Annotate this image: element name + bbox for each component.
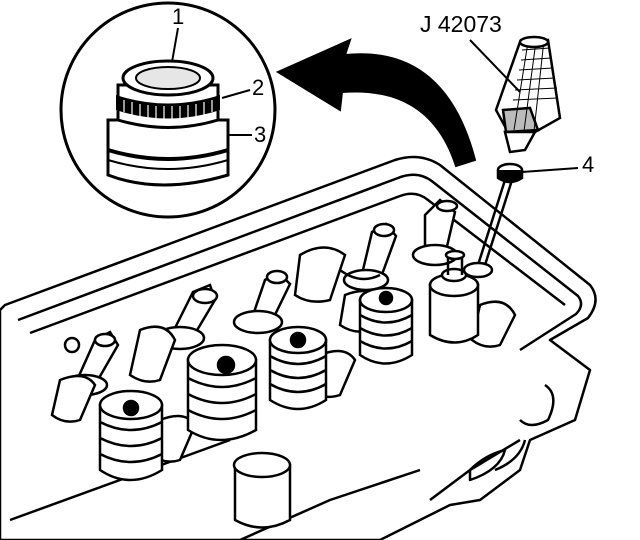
spring-3: [268, 325, 328, 411]
leader-tool: [469, 39, 521, 93]
spring-6: [232, 451, 292, 529]
cylinder-head: [0, 155, 597, 540]
callout-1: 1: [172, 4, 184, 29]
valve-stem-back-2: [339, 222, 398, 292]
transfer-arrow: [275, 38, 477, 168]
spring-4: [186, 343, 258, 442]
callout-2: 2: [252, 75, 264, 100]
callout-4: 4: [582, 152, 594, 177]
tool-label: J 42073: [420, 11, 502, 37]
valve-stem-mid-1: [232, 269, 292, 335]
leader-4: [521, 167, 579, 173]
seal-detail-inset: [59, 1, 277, 219]
valve-springs: [98, 249, 480, 529]
spring-5: [98, 389, 164, 482]
spring-2: [428, 249, 480, 344]
spring-1: [358, 286, 414, 365]
valve-stem-back-1: [411, 198, 459, 267]
valve-assemblies: [50, 198, 517, 463]
callout-3: 3: [254, 122, 266, 147]
seal-installer-tool: [462, 35, 562, 279]
